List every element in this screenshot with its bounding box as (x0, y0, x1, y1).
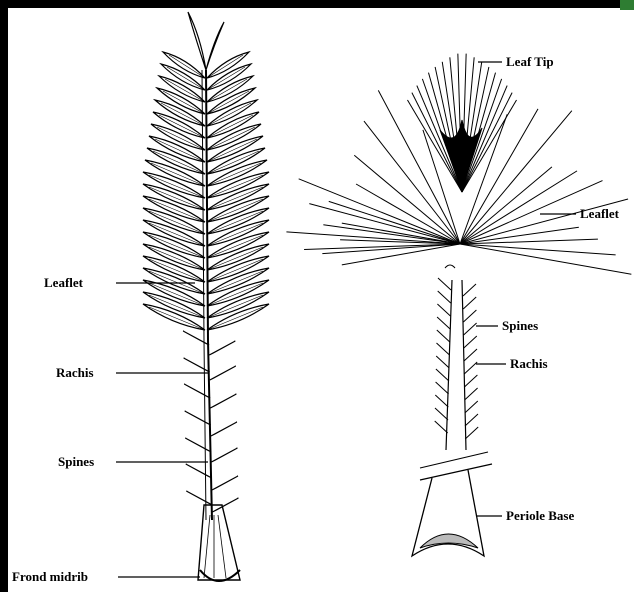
left-spine (184, 358, 210, 372)
right-spine (438, 291, 451, 303)
frond-base-line (218, 515, 226, 578)
right-spine (464, 323, 477, 335)
right-spine (436, 356, 449, 368)
label-leaflet-right: Leaflet (580, 207, 619, 221)
right-spine (437, 330, 450, 342)
right-leaflet-line (322, 244, 460, 254)
label-frond-midrib: Frond midrib (12, 570, 88, 584)
right-spine (437, 317, 450, 329)
label-leaf-tip: Leaf Tip (506, 55, 554, 69)
left-leaflet-vein (169, 55, 205, 78)
right-spine (465, 427, 478, 439)
left-tip-leaflet (188, 12, 206, 70)
left-spine (209, 341, 235, 355)
right-spine (464, 336, 477, 348)
right-spine (435, 421, 448, 433)
label-petiole-base: Periole Base (506, 509, 574, 523)
right-leaflet-line (460, 171, 577, 244)
right-spine (437, 343, 450, 355)
label-leaflet-left: Leaflet (44, 276, 83, 290)
right-leaflet-line (460, 111, 572, 244)
right-rachis-top (445, 265, 455, 268)
left-frond-drawing (143, 12, 269, 581)
right-rachis (446, 280, 466, 450)
label-rachis-left: Rachis (56, 366, 94, 380)
right-spine (435, 395, 448, 407)
right-frond-drawing (286, 54, 631, 556)
right-leaflet-line (309, 204, 460, 244)
left-spine (211, 448, 237, 462)
right-spine (464, 375, 477, 387)
left-spine (185, 438, 211, 452)
right-leaflet-vein (207, 55, 243, 78)
cut-line (420, 452, 488, 468)
left-spine (185, 411, 211, 425)
right-spine (465, 388, 478, 400)
petiole-base-shade (420, 534, 478, 548)
left-spine (184, 384, 210, 398)
right-spine (463, 284, 476, 296)
right-spine (463, 297, 476, 309)
right-leaflet-line (460, 244, 616, 255)
right-spine (437, 304, 450, 316)
left-spine (212, 476, 238, 490)
right-spine (435, 408, 448, 420)
frond-base (198, 505, 240, 580)
left-tip-leaflet (206, 22, 224, 70)
right-spine (436, 382, 449, 394)
left-spine (210, 394, 236, 408)
right-spine (463, 310, 476, 322)
right-spine (436, 369, 449, 381)
right-spine (464, 349, 477, 361)
left-spine (183, 331, 209, 345)
right-leaflet-line (354, 155, 460, 244)
cut-line (420, 464, 492, 480)
left-spine (186, 464, 212, 478)
right-spine (464, 362, 477, 374)
right-leaflet-line (460, 244, 631, 274)
right-spine (465, 414, 478, 426)
left-spine (210, 366, 236, 380)
label-spines-right: Spines (502, 319, 538, 333)
left-spine (211, 422, 237, 436)
label-rachis-right: Rachis (510, 357, 548, 371)
right-spine (438, 278, 451, 290)
label-spines-left: Spines (58, 455, 94, 469)
left-spine (186, 491, 212, 505)
frond-base-line (204, 515, 210, 578)
right-spine (465, 401, 478, 413)
